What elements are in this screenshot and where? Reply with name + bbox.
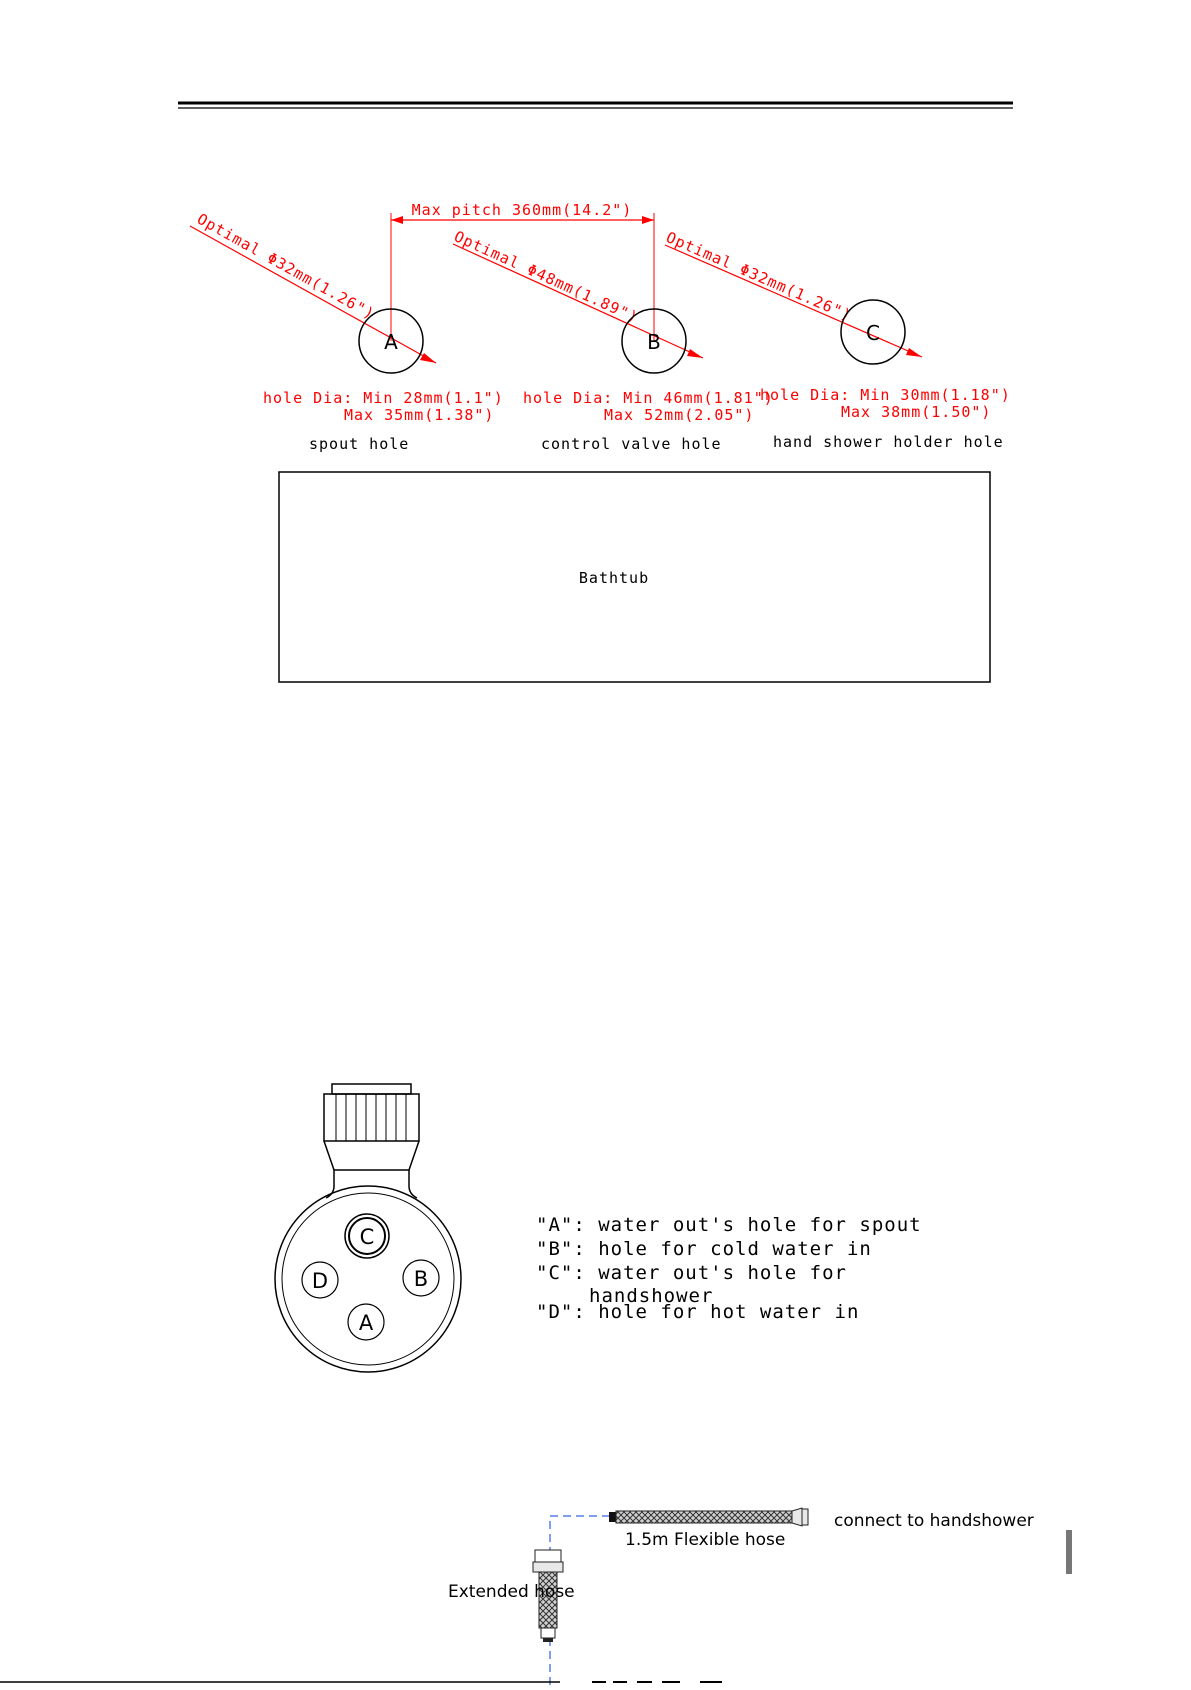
hole-b-name: control valve hole xyxy=(541,435,722,453)
hole-b-dia-max: Max 52mm(2.05") xyxy=(604,406,754,424)
hole-c-dia-max: Max 38mm(1.50") xyxy=(841,403,991,421)
pitch-dimension: Max pitch 360mm(14.2") xyxy=(390,201,655,341)
extended-hose-label: Extended hose xyxy=(448,1582,575,1602)
bathtub-outline xyxy=(278,471,991,683)
valve-body-outer xyxy=(274,1185,462,1373)
port-c-label: C xyxy=(360,1225,375,1249)
hole-a-dia-max: Max 35mm(1.38") xyxy=(344,406,494,424)
connect-label: connect to handshower xyxy=(834,1511,1034,1531)
port-d: D xyxy=(301,1261,339,1299)
pitch-label: Max pitch 360mm(14.2") xyxy=(412,201,633,219)
legend-line-d: "D": hole for hot water in xyxy=(536,1301,859,1323)
port-a-label: A xyxy=(359,1311,374,1335)
port-b-label: B xyxy=(414,1267,428,1291)
hose-connection-diagram: connect to handshower 1.5m Flexible hose… xyxy=(0,1507,1034,1685)
bathtub: Bathtub xyxy=(278,471,991,683)
hole-b-circle xyxy=(621,308,687,374)
port-legend: "A": water out's hole for spout "B": hol… xyxy=(536,1214,922,1323)
port-a: A xyxy=(347,1303,385,1341)
legend-line-a: "A": water out's hole for spout xyxy=(536,1214,922,1236)
hole-b-dia-min: hole Dia: Min 46mm(1.81") xyxy=(523,389,774,407)
flex-hose-label: 1.5m Flexible hose xyxy=(625,1530,785,1550)
flexible-hose xyxy=(609,1507,809,1527)
valve-body-inner xyxy=(281,1192,455,1366)
hole-layout-diagram: Max pitch 360mm(14.2") Optimal Φ32mm(1.2… xyxy=(189,201,1011,683)
hole-c-dia-min: hole Dia: Min 30mm(1.18") xyxy=(760,386,1011,404)
hole-b-letter: B xyxy=(647,330,661,354)
hole-c-letter: C xyxy=(866,321,880,345)
hole-a-letter: A xyxy=(384,330,398,354)
hole-a-name: spout hole xyxy=(309,435,409,453)
valve-body-diagram: C D B A "A": water out's hole for spout … xyxy=(274,1083,922,1373)
legend-line-c: "C": water out's hole for xyxy=(536,1262,847,1284)
legend-line-b: "B": hole for cold water in xyxy=(536,1238,872,1260)
hole-c-name: hand shower holder hole xyxy=(773,433,1004,451)
hole-a-dia-min: hole Dia: Min 28mm(1.1") xyxy=(263,389,504,407)
port-b: B xyxy=(402,1259,440,1297)
threaded-cap xyxy=(323,1083,420,1171)
hole-a-circle xyxy=(358,308,424,374)
bathtub-label: Bathtub xyxy=(579,569,649,587)
hole-c-optimal-label: Optimal Φ32mm(1.26") xyxy=(663,228,854,325)
legend-line-c-cont: handshower xyxy=(589,1285,713,1307)
header-rule xyxy=(178,101,1013,109)
hole-b-optimal-label: Optimal Φ48mm(1.89") xyxy=(451,227,641,327)
extended-hose xyxy=(532,1549,564,1642)
hole-a-optimal-label: Optimal Φ32mm(1.26") xyxy=(194,210,378,324)
hole-c-circle xyxy=(840,299,906,365)
port-c: C xyxy=(344,1213,390,1259)
page-edge-tab xyxy=(1066,1530,1072,1574)
port-d-label: D xyxy=(312,1269,328,1293)
valve-neck xyxy=(325,1169,418,1199)
